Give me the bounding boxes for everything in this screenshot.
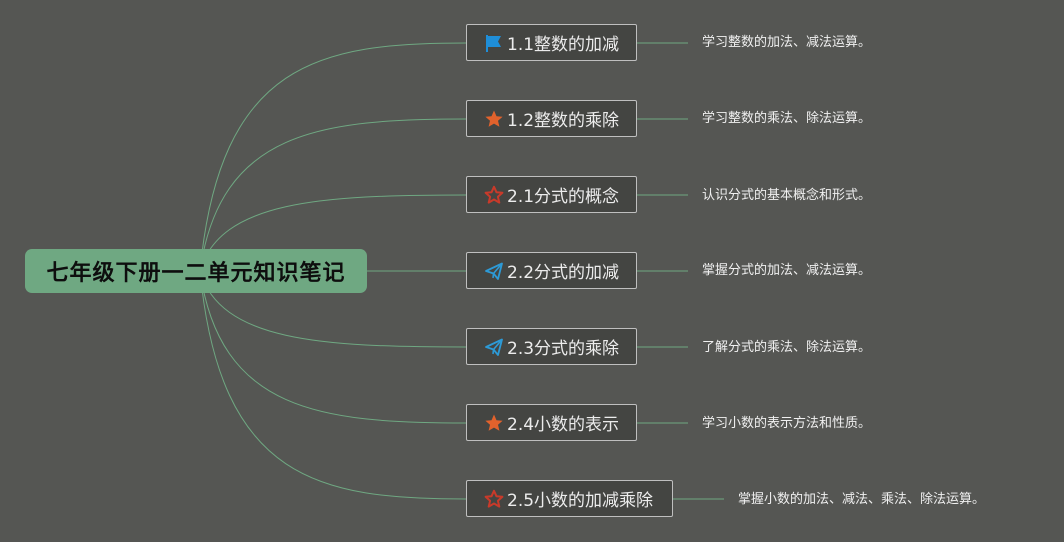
- branch-connector: [199, 270, 467, 500]
- paper-plane-icon: [484, 261, 504, 281]
- topic-note: 了解分式的乘法、除法运算。: [702, 340, 872, 355]
- topic-note: 认识分式的基本概念和形式。: [702, 188, 872, 203]
- topic-2-5[interactable]: 2.5小数的加减乘除: [466, 480, 673, 517]
- branch-connector: [199, 118, 467, 272]
- topic-2-4[interactable]: 2.4小数的表示: [466, 404, 637, 441]
- branch-connector: [199, 270, 467, 424]
- topic-2-3[interactable]: 2.3分式的乘除: [466, 328, 637, 365]
- topic-label: 1.1整数的加减: [507, 35, 620, 55]
- topic-note: 掌握小数的加法、减法、乘法、除法运算。: [738, 492, 986, 507]
- topic-label: 2.3分式的乘除: [507, 339, 620, 359]
- orange-star-icon: [484, 109, 504, 129]
- topic-1-2[interactable]: 1.2整数的乘除: [466, 100, 637, 137]
- topic-2-1[interactable]: 2.1分式的概念: [466, 176, 637, 213]
- root-topic-label: 七年级下册一二单元知识笔记: [46, 261, 346, 286]
- orange-star-icon: [484, 413, 504, 433]
- branch-connector: [199, 42, 467, 272]
- root-topic[interactable]: 七年级下册一二单元知识笔记: [25, 249, 367, 293]
- topic-note: 掌握分式的加法、减法运算。: [702, 263, 872, 278]
- topic-label: 2.4小数的表示: [507, 415, 620, 435]
- topic-2-2[interactable]: 2.2分式的加减: [466, 252, 637, 289]
- topic-1-1[interactable]: 1.1整数的加减: [466, 24, 637, 61]
- topic-label: 2.1分式的概念: [507, 187, 620, 207]
- topic-note: 学习小数的表示方法和性质。: [702, 416, 872, 431]
- topic-label: 2.2分式的加减: [507, 263, 620, 283]
- topic-label: 1.2整数的乘除: [507, 111, 620, 131]
- red-star-outline-icon: [484, 489, 504, 509]
- topic-label: 2.5小数的加减乘除: [507, 491, 654, 511]
- red-star-outline-icon: [484, 185, 504, 205]
- branch-connector: [199, 194, 467, 272]
- blue-flag-icon: [484, 33, 504, 53]
- paper-plane-icon: [484, 337, 504, 357]
- topic-note: 学习整数的乘法、除法运算。: [702, 111, 872, 126]
- branch-connector: [199, 270, 467, 348]
- topic-note: 学习整数的加法、减法运算。: [702, 35, 872, 50]
